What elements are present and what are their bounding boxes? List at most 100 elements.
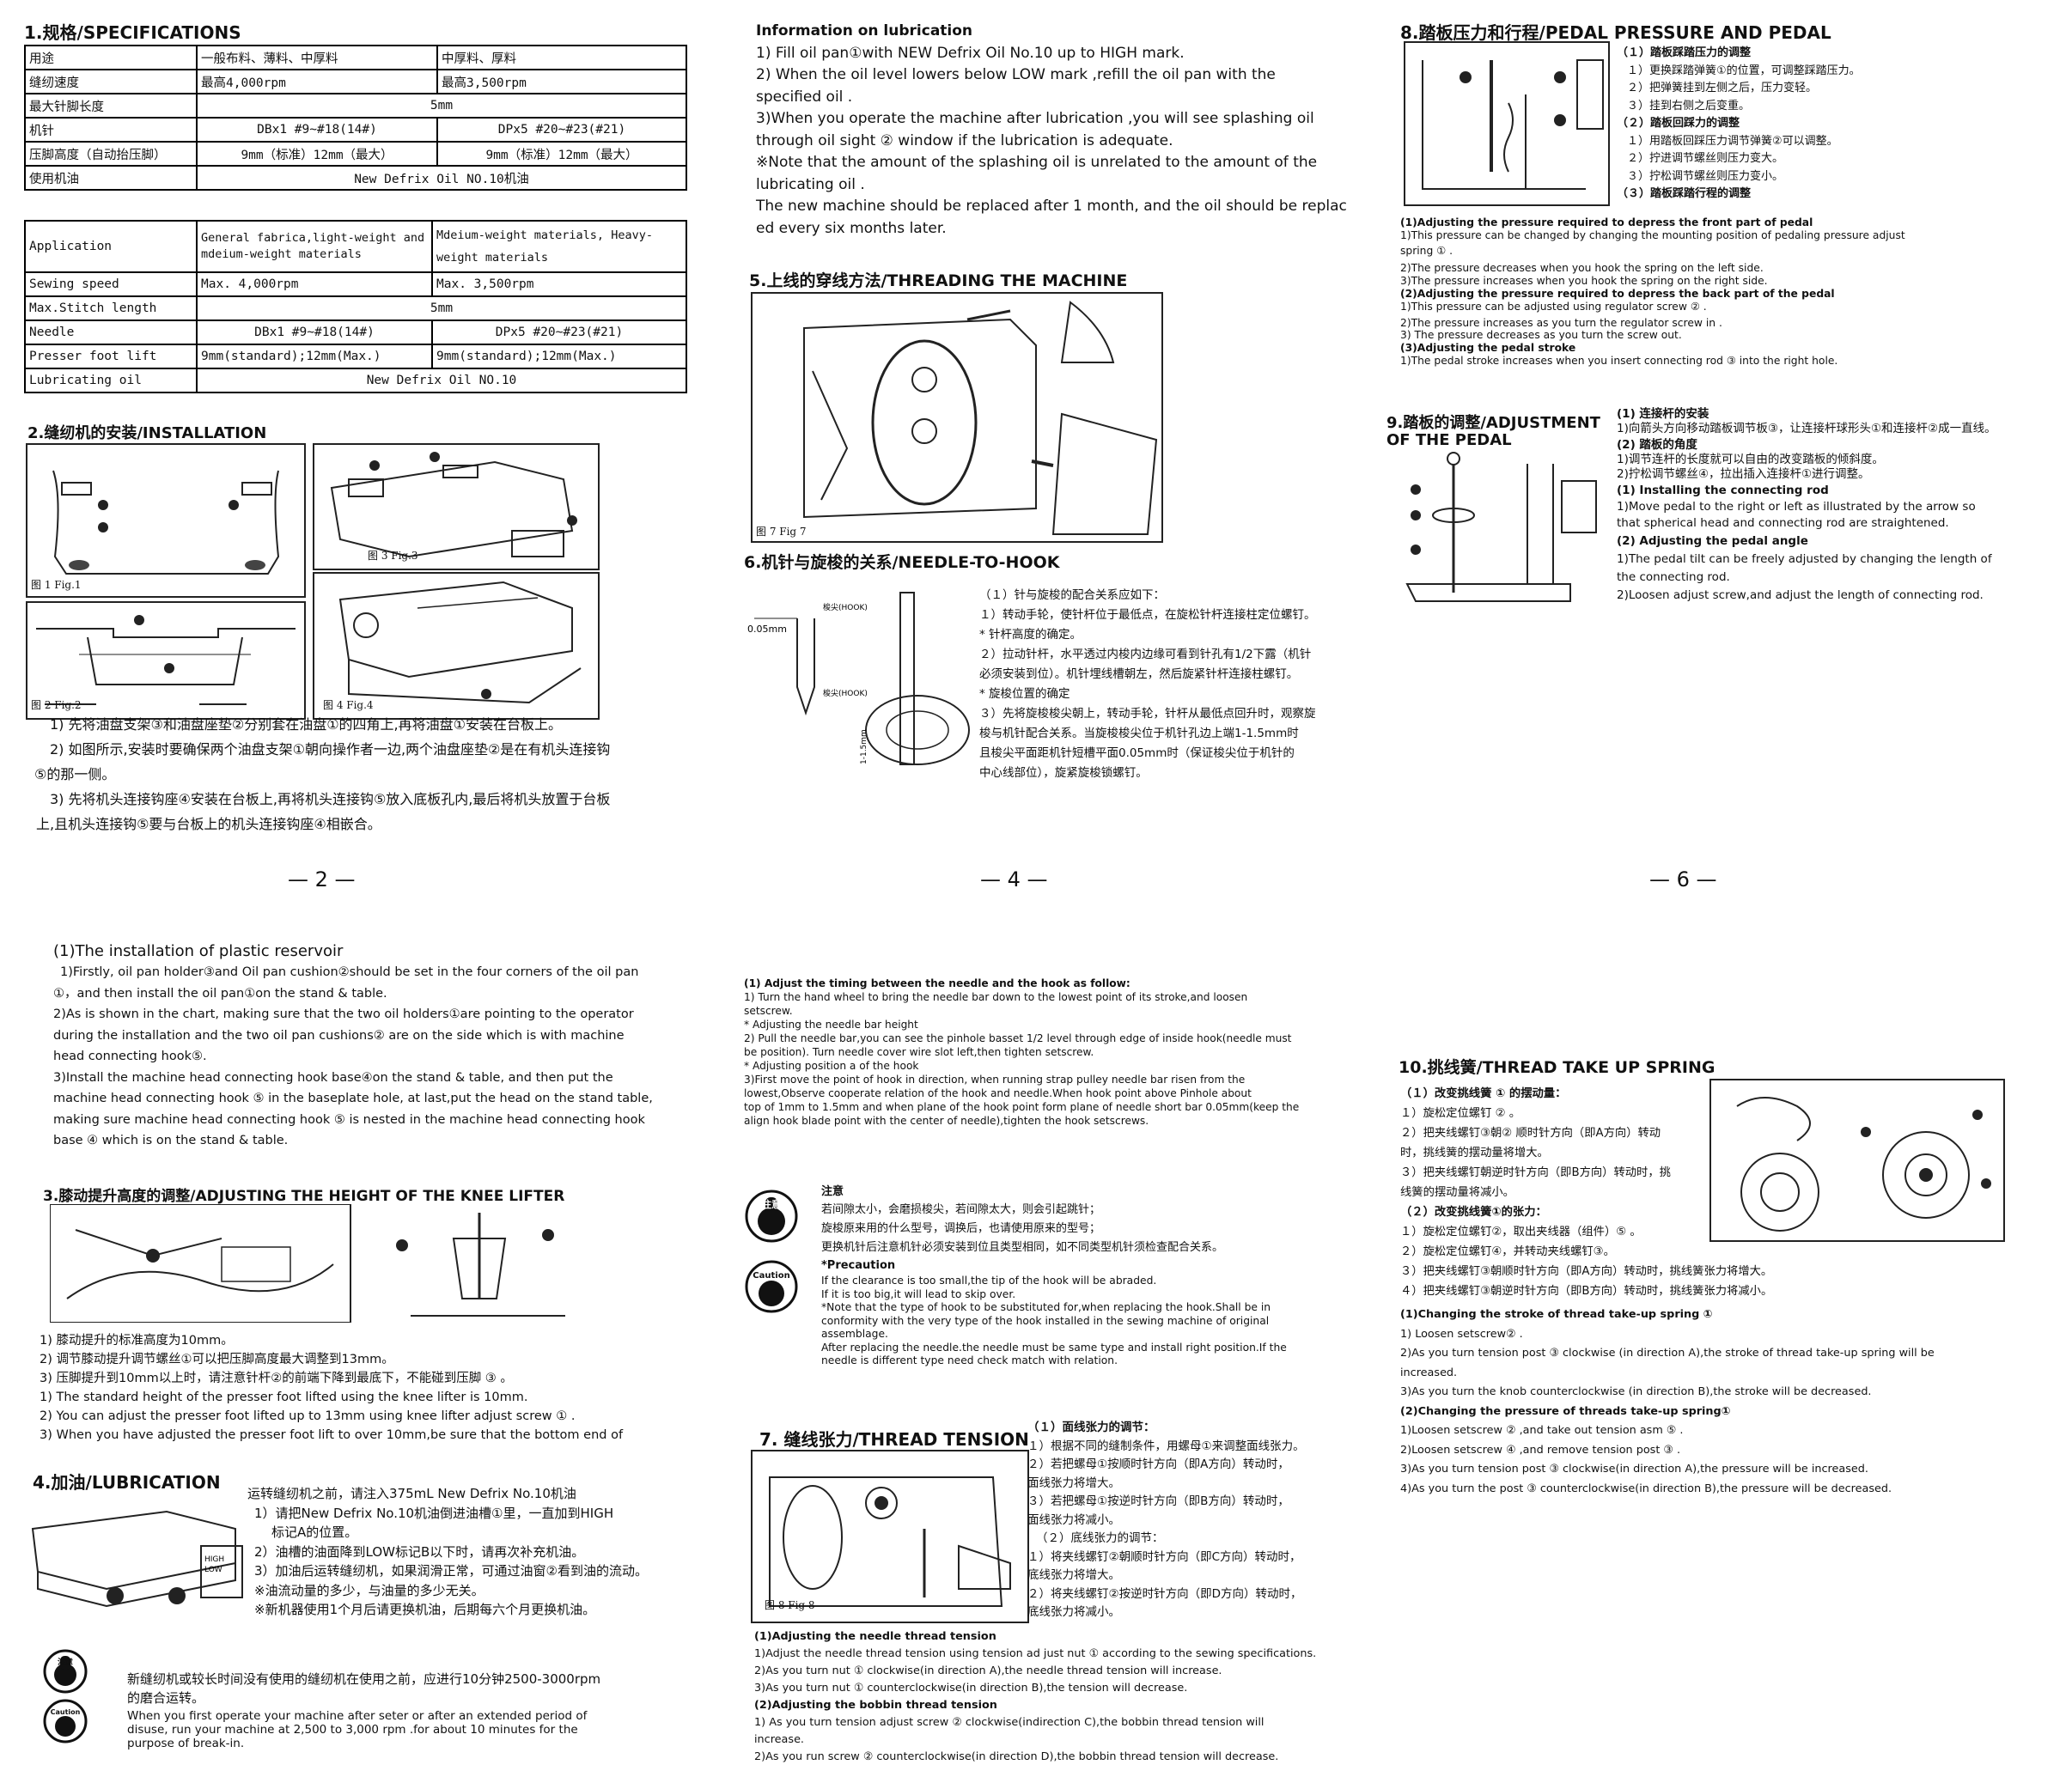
threading-figure — [751, 292, 1163, 543]
note-icon-label: 注意 — [58, 1657, 73, 1667]
figure-2 — [26, 601, 306, 720]
cell: 5mm — [196, 93, 687, 119]
spec-table-en: Application General fabrica,light-weight… — [24, 220, 687, 393]
text-line: making sure machine head connecting hook… — [53, 1112, 645, 1127]
text-line: （２）踏板回踩力的调整 — [1617, 117, 1740, 130]
text-line: 1) 先将油盘支架③和油盘座垫②分别套在油盘①的四角上,再将油盘①安装在台板上。 — [50, 716, 562, 733]
text-line: 2)The pressure increases as you turn the… — [1400, 316, 1722, 329]
text-line: ２）将夹线螺钉②按逆时针方向（即D方向）转动时， — [1027, 1586, 1302, 1601]
threading-figure-caption: 图 7 Fig 7 — [756, 526, 807, 538]
plastic-text: 1)Firstly, oil pan holder③and Oil pan cu… — [53, 962, 653, 1152]
text-line: 2)As is shown in the chart, making sure … — [53, 1007, 634, 1021]
cell: 缝纫速度 — [24, 69, 198, 94]
pedal-title: 8.踏板压力和行程/PEDAL PRESSURE AND PEDAL — [1400, 22, 1831, 43]
text-line: ３）拧松调节螺丝则压力变小。 — [1627, 169, 1784, 183]
takeup-cn-text: （１）改变挑线簧 ① 的摆动量： １）旋松定位螺钉 ② 。 ２）把夹线螺钉③朝②… — [1400, 1084, 1772, 1301]
text-line: 的磨合运转。 — [127, 1690, 205, 1706]
text-line: ３）把夹线螺钉朝逆时针方向（即B方向）转动时，挑 — [1400, 1166, 1671, 1179]
text-line: *Note that the type of hook to be substi… — [821, 1301, 1271, 1313]
text-line: 梭与机针配合关系。当旋梭梭尖位于机针孔边上端1-1.5mm时 — [979, 727, 1299, 740]
needlehook-cn-text: （１）针与旋梭的配合关系应如下： １）转动手轮，使针杆位于最低点，在旋松针杆连接… — [979, 586, 1316, 783]
text-line: assemblage. — [821, 1328, 888, 1340]
text-line: the connecting rod. — [1617, 570, 1730, 584]
text-line: 中心线部位），旋紧旋梭锁螺钉。 — [979, 766, 1148, 780]
high-mark-label: HIGH — [204, 1555, 224, 1564]
text-line: ①，and then install the oil pan①on the st… — [53, 986, 387, 1001]
text-line: ２）把弹簧挂到左侧之后，压力变轻。 — [1627, 82, 1818, 94]
caution-hand-icon: Caution — [43, 1699, 88, 1743]
text-line: 且梭尖平面距机针短槽平面0.05mm时（保证梭尖位于机针的 — [979, 746, 1295, 760]
text-line: 3）加油后运转缝纫机，如果润滑正常，可通过油窗②看到油的流动。 — [254, 1563, 648, 1579]
cell: DPx5 #20~#23(#21) — [436, 117, 687, 143]
text-line: 3) 先将机头连接钩座④安装在台板上,再将机头连接钩⑤放入底板孔内,最后将机头放… — [50, 791, 611, 807]
text-line: ２）把夹线螺钉③朝② 顺时针方向（即A方向）转动 — [1400, 1127, 1661, 1140]
text-line: machine head connecting hook ⑤ in the ba… — [53, 1092, 653, 1105]
text-line: specified oil . — [756, 88, 853, 106]
note-title: 注意 — [821, 1185, 844, 1198]
cell: New Defrix Oil NO.10机油 — [196, 165, 687, 191]
text-line: 1)The pedal tilt can be freely adjusted … — [1617, 552, 1992, 566]
pedal-figure — [1404, 41, 1610, 206]
caution-hand-icon: Caution — [744, 1259, 799, 1314]
needlehook-title: 6.机针与旋梭的关系/NEEDLE-TO-HOOK — [744, 553, 1060, 572]
breakin-note-cn: 新缝纫机或较长时间没有使用的缝纫机在使用之前，应进行10分钟2500-3000r… — [127, 1670, 600, 1707]
knee-figure — [50, 1204, 596, 1323]
precaution-text: If the clearance is too small,the tip of… — [821, 1275, 1287, 1368]
text-line: base ④ which is on the stand & table. — [53, 1134, 289, 1147]
cell: Max.Stitch length — [24, 295, 198, 321]
cell: New Defrix Oil NO.10 — [196, 368, 687, 393]
cell: DBx1 #9~#18(14#) — [196, 319, 433, 345]
text-line: 1)Adjust the needle thread tension using… — [754, 1647, 1317, 1660]
text-line: align hook blade point with the center o… — [744, 1115, 1149, 1127]
figure-3 — [313, 443, 600, 570]
cell: 一般布料、薄料、中厚料 — [196, 45, 438, 70]
hook-label: 梭尖(HOOK) — [823, 688, 868, 698]
text-line: １）根据不同的缝制条件，用螺母①来调整面线张力。 — [1027, 1439, 1305, 1453]
text-line: 底线张力将减小。 — [1027, 1605, 1120, 1619]
dim-label: 0.05mm — [747, 624, 787, 635]
text-line: 2)As you turn nut ① clockwise(in directi… — [754, 1664, 1222, 1677]
text-line: 1)This pressure can be adjusted using re… — [1400, 300, 1707, 313]
text-line: disuse, run your machine at 2,500 to 3,0… — [127, 1723, 578, 1737]
text-line: through oil sight ② window if the lubric… — [756, 131, 1173, 149]
text-line: 面线张力将增大。 — [1027, 1476, 1120, 1490]
tension-figure — [751, 1450, 1029, 1623]
text-line: 3)When you operate the machine after lub… — [756, 110, 1314, 127]
cell: DBx1 #9~#18(14#) — [196, 117, 438, 143]
text-line: 新缝纫机或较长时间没有使用的缝纫机在使用之前，应进行10分钟2500-3000r… — [127, 1671, 601, 1687]
cell: Max. 4,000rpm — [196, 271, 433, 297]
figure-1-caption: 图 1 Fig.1 — [31, 579, 82, 591]
text-line: ※油流动量的多少，与油量的多少无关。 — [254, 1582, 484, 1598]
needlehook-figure: 0.05mm 梭尖(HOOK) 梭尖(HOOK) 1-1.5mm — [746, 584, 978, 773]
text-line: 运转缝纫机之前，请注入375mL New Defrix No.10机油 — [247, 1486, 576, 1501]
pedaladj-title-2: OF THE PEDAL — [1386, 431, 1512, 449]
installation-title: 2.缝纫机的安装/INSTALLATION — [27, 424, 267, 442]
text-line: ※新机器使用1个月后请更换机油，后期每六个月更换机油。 — [254, 1602, 596, 1617]
knee-text: 1) 膝动提升的标准高度为10mm。 2) 调节膝动提升调节螺丝①可以把压脚高度… — [40, 1331, 623, 1445]
text-line: ３）若把螺母①按逆时针方向（即B方向）转动时， — [1027, 1494, 1289, 1508]
cell: Presser foot lift — [24, 344, 198, 369]
text-line: 上,且机头连接钩⑤要与台板上的机头连接钩座④相嵌合。 — [36, 816, 381, 832]
text-line: １）用踏板回踩压力调节弹簧②可以调整。 — [1627, 134, 1838, 148]
text-line: 1) Loosen setscrew② . — [1400, 1327, 1523, 1341]
text-line: (2) Adjusting the pedal angle — [1617, 534, 1808, 548]
text-line: 1) The standard height of the presser fo… — [40, 1390, 528, 1404]
text-line: 2) You can adjust the presser foot lifte… — [40, 1409, 576, 1423]
plastic-title: (1)The installation of plastic reservoir — [53, 942, 344, 960]
text-line: * 针杆高度的确定。 — [979, 628, 1082, 642]
cell: 9mm(standard);12mm(Max.) — [431, 344, 687, 369]
text-line: * Adjusting position a of the hook — [744, 1060, 919, 1072]
text-line: （１）面线张力的调节： — [1027, 1421, 1155, 1434]
text-line: ３）先将旋梭梭尖朝上，转动手轮，针杆从最低点回升时，观察旋 — [979, 707, 1316, 721]
cell: 最高4,000rpm — [196, 69, 438, 94]
text-line: that spherical head and connecting rod a… — [1617, 516, 1949, 530]
text-line: during the installation and the two oil … — [53, 1028, 625, 1043]
lubrication-title: 4.加油/LUBRICATION — [33, 1472, 221, 1493]
text-line: 若间隙太小，会磨损梭尖，若间隙太大，则会引起跳针； — [821, 1203, 1101, 1216]
text-line: (1)Changing the stroke of thread take-up… — [1400, 1308, 1713, 1321]
text-line: 2)The pressure decreases when you hook t… — [1400, 262, 1764, 275]
cell: 最高3,500rpm — [436, 69, 687, 94]
text-line: 2)As you turn tension post ③ clockwise (… — [1400, 1347, 1935, 1360]
text-line: １）旋松定位螺钉 ② 。 — [1400, 1107, 1521, 1120]
text-line: 必须安装到位）。机针埋线槽朝左，然后旋紧针杆连接柱螺钉。 — [979, 667, 1299, 681]
